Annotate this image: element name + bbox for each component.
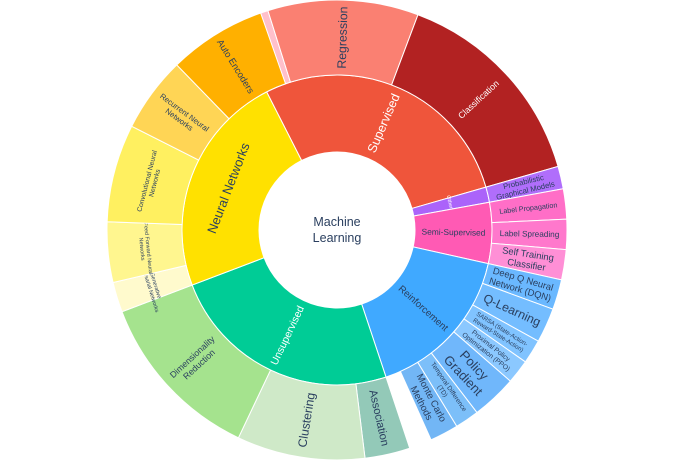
label-semi-supervised: Semi-Supervised	[422, 226, 486, 237]
wedge-monte-carlo-methods[interactable]	[399, 361, 458, 441]
label-label-spreading: Label Spreading	[500, 229, 560, 239]
label-regression: Regression	[335, 6, 351, 69]
wedge-auto-encoders[interactable]	[176, 12, 287, 120]
label-feed-forward-neural-networks: Feed Forward NeuralNetworks	[136, 222, 153, 275]
label-others: Others	[445, 195, 455, 213]
